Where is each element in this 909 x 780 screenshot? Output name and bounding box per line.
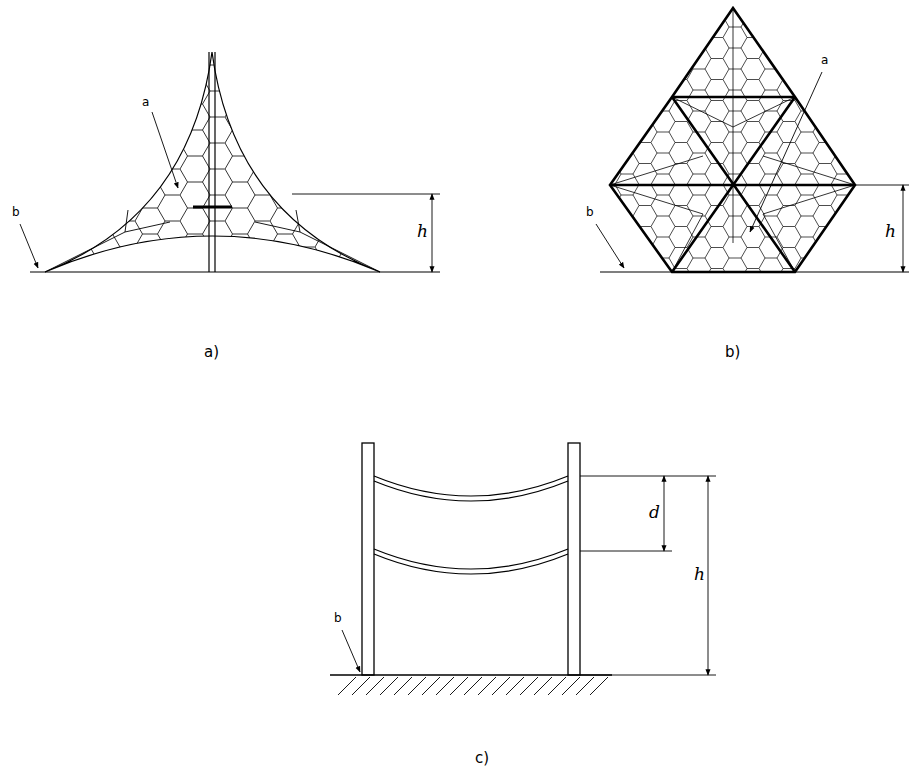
subfigure-caption: c) [474, 750, 490, 767]
dimension-label: h [884, 222, 897, 241]
callout-letter: b [11, 206, 21, 219]
dimension-label: d [648, 503, 661, 522]
rope-barrier-elevation [330, 443, 716, 695]
callout-letter: b [585, 206, 595, 219]
dimension-label: h [693, 565, 706, 584]
subfigure-caption: a) [203, 344, 220, 361]
callout-letter: a [820, 54, 829, 67]
net-pyramid-top-view [596, 5, 909, 275]
subfigure-caption: b) [724, 344, 741, 361]
callout-letter: b [333, 612, 343, 625]
dimension-label: h [416, 222, 429, 241]
callout-letter: a [141, 96, 150, 109]
net-pyramid-side-view [20, 52, 440, 275]
